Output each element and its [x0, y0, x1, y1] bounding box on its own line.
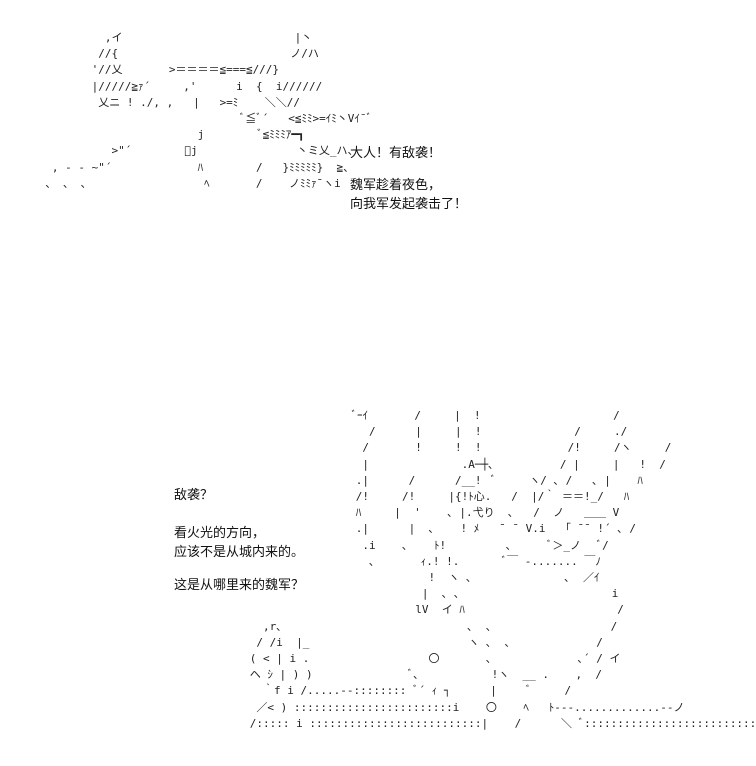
speech-wei-night-raid: 魏军趁着夜色， 向我军发起袭击了！ [350, 178, 468, 212]
speech-enemy-attack-question: 敌袭？ [174, 488, 214, 503]
panel-soldier-report: ,イ |丶 //{ ノ/ハ '//乂 >＝＝＝＝≦===≦///} |/////… [0, 0, 756, 382]
ascii-art-commander-in-helmet: ﾞｰｲ / | ! / / | | ! / ./ / ! ! ! /! /ヽ /… [249, 409, 756, 730]
speech-fire-direction: 看火光的方向， 应该不是从城内来的。 [174, 526, 305, 560]
panel-commander-response: ﾞｰｲ / | ! / / | | ! / ./ / ! ! ! /! /ヽ /… [0, 390, 756, 766]
ascii-art-armored-soldier: ,イ |丶 //{ ノ/ハ '//乂 >＝＝＝＝≦===≦///} |/////… [45, 31, 373, 190]
speech-where-from: 这是从哪里来的魏军？ [174, 578, 305, 593]
speech-alert-enemy-attack: 大人！有敌袭！ [350, 146, 442, 161]
